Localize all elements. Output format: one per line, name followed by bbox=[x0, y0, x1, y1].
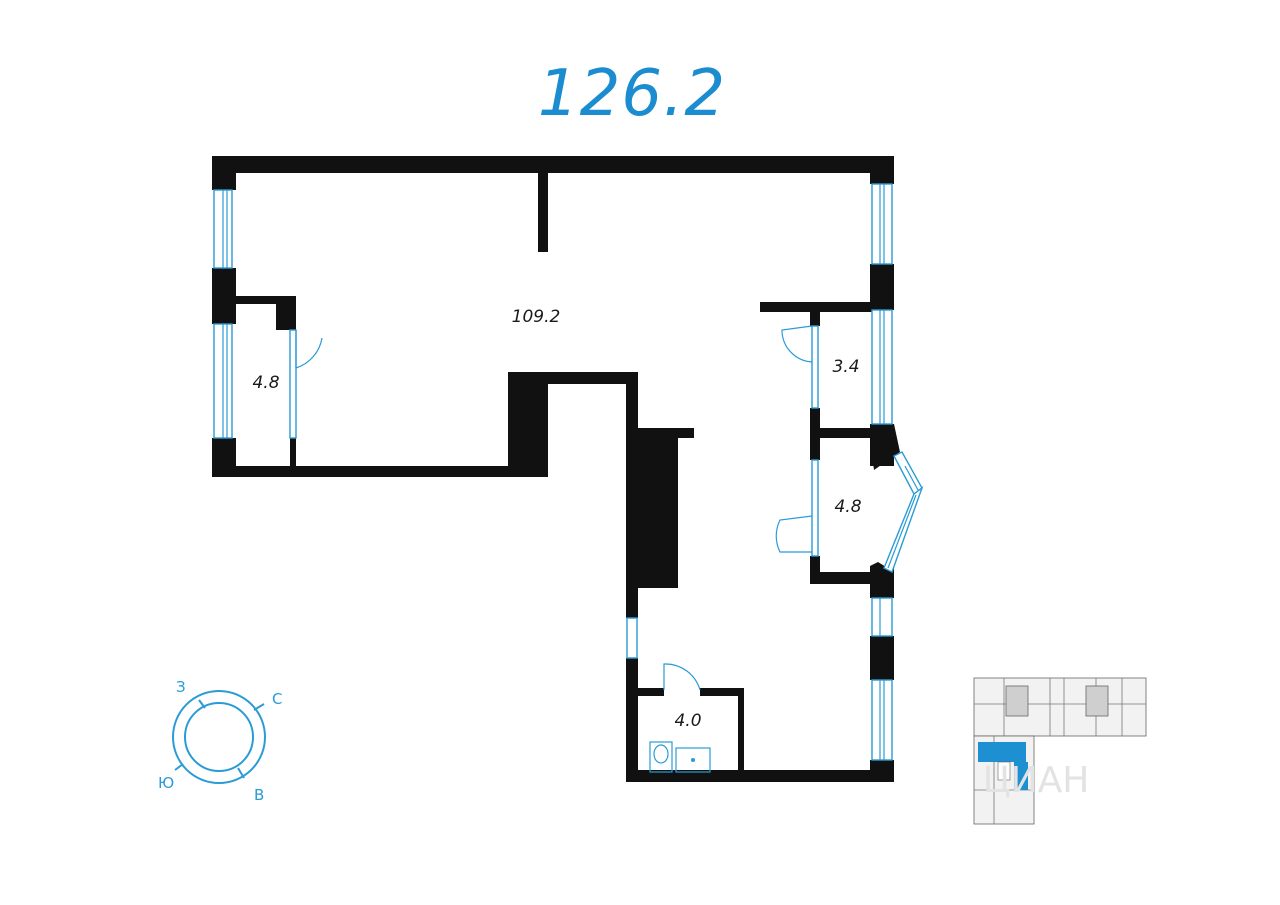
compass-south: Ю bbox=[158, 774, 174, 792]
compass-east: В bbox=[254, 786, 264, 804]
room-area-main: 109.2 bbox=[512, 307, 561, 327]
room-area-storage-left: 4.8 bbox=[252, 373, 279, 393]
total-area-title: 126.2 bbox=[538, 57, 726, 131]
sink-icon bbox=[675, 747, 711, 773]
compass-west: З bbox=[176, 678, 186, 696]
watermark: ЦИАН bbox=[983, 760, 1090, 801]
apartment-highlight bbox=[978, 742, 1026, 762]
doors bbox=[295, 325, 813, 691]
toilet-icon bbox=[649, 741, 673, 773]
room-area-bay: 4.8 bbox=[834, 497, 861, 517]
walls bbox=[212, 156, 900, 782]
room-area-bathroom: 4.0 bbox=[674, 711, 701, 731]
building-key-plan bbox=[973, 677, 1147, 825]
windows bbox=[213, 183, 924, 761]
compass: С В Ю З bbox=[158, 678, 282, 804]
room-area-closet: 3.4 bbox=[832, 357, 859, 377]
compass-north: С bbox=[272, 690, 282, 708]
bathroom-fixtures bbox=[649, 741, 711, 773]
